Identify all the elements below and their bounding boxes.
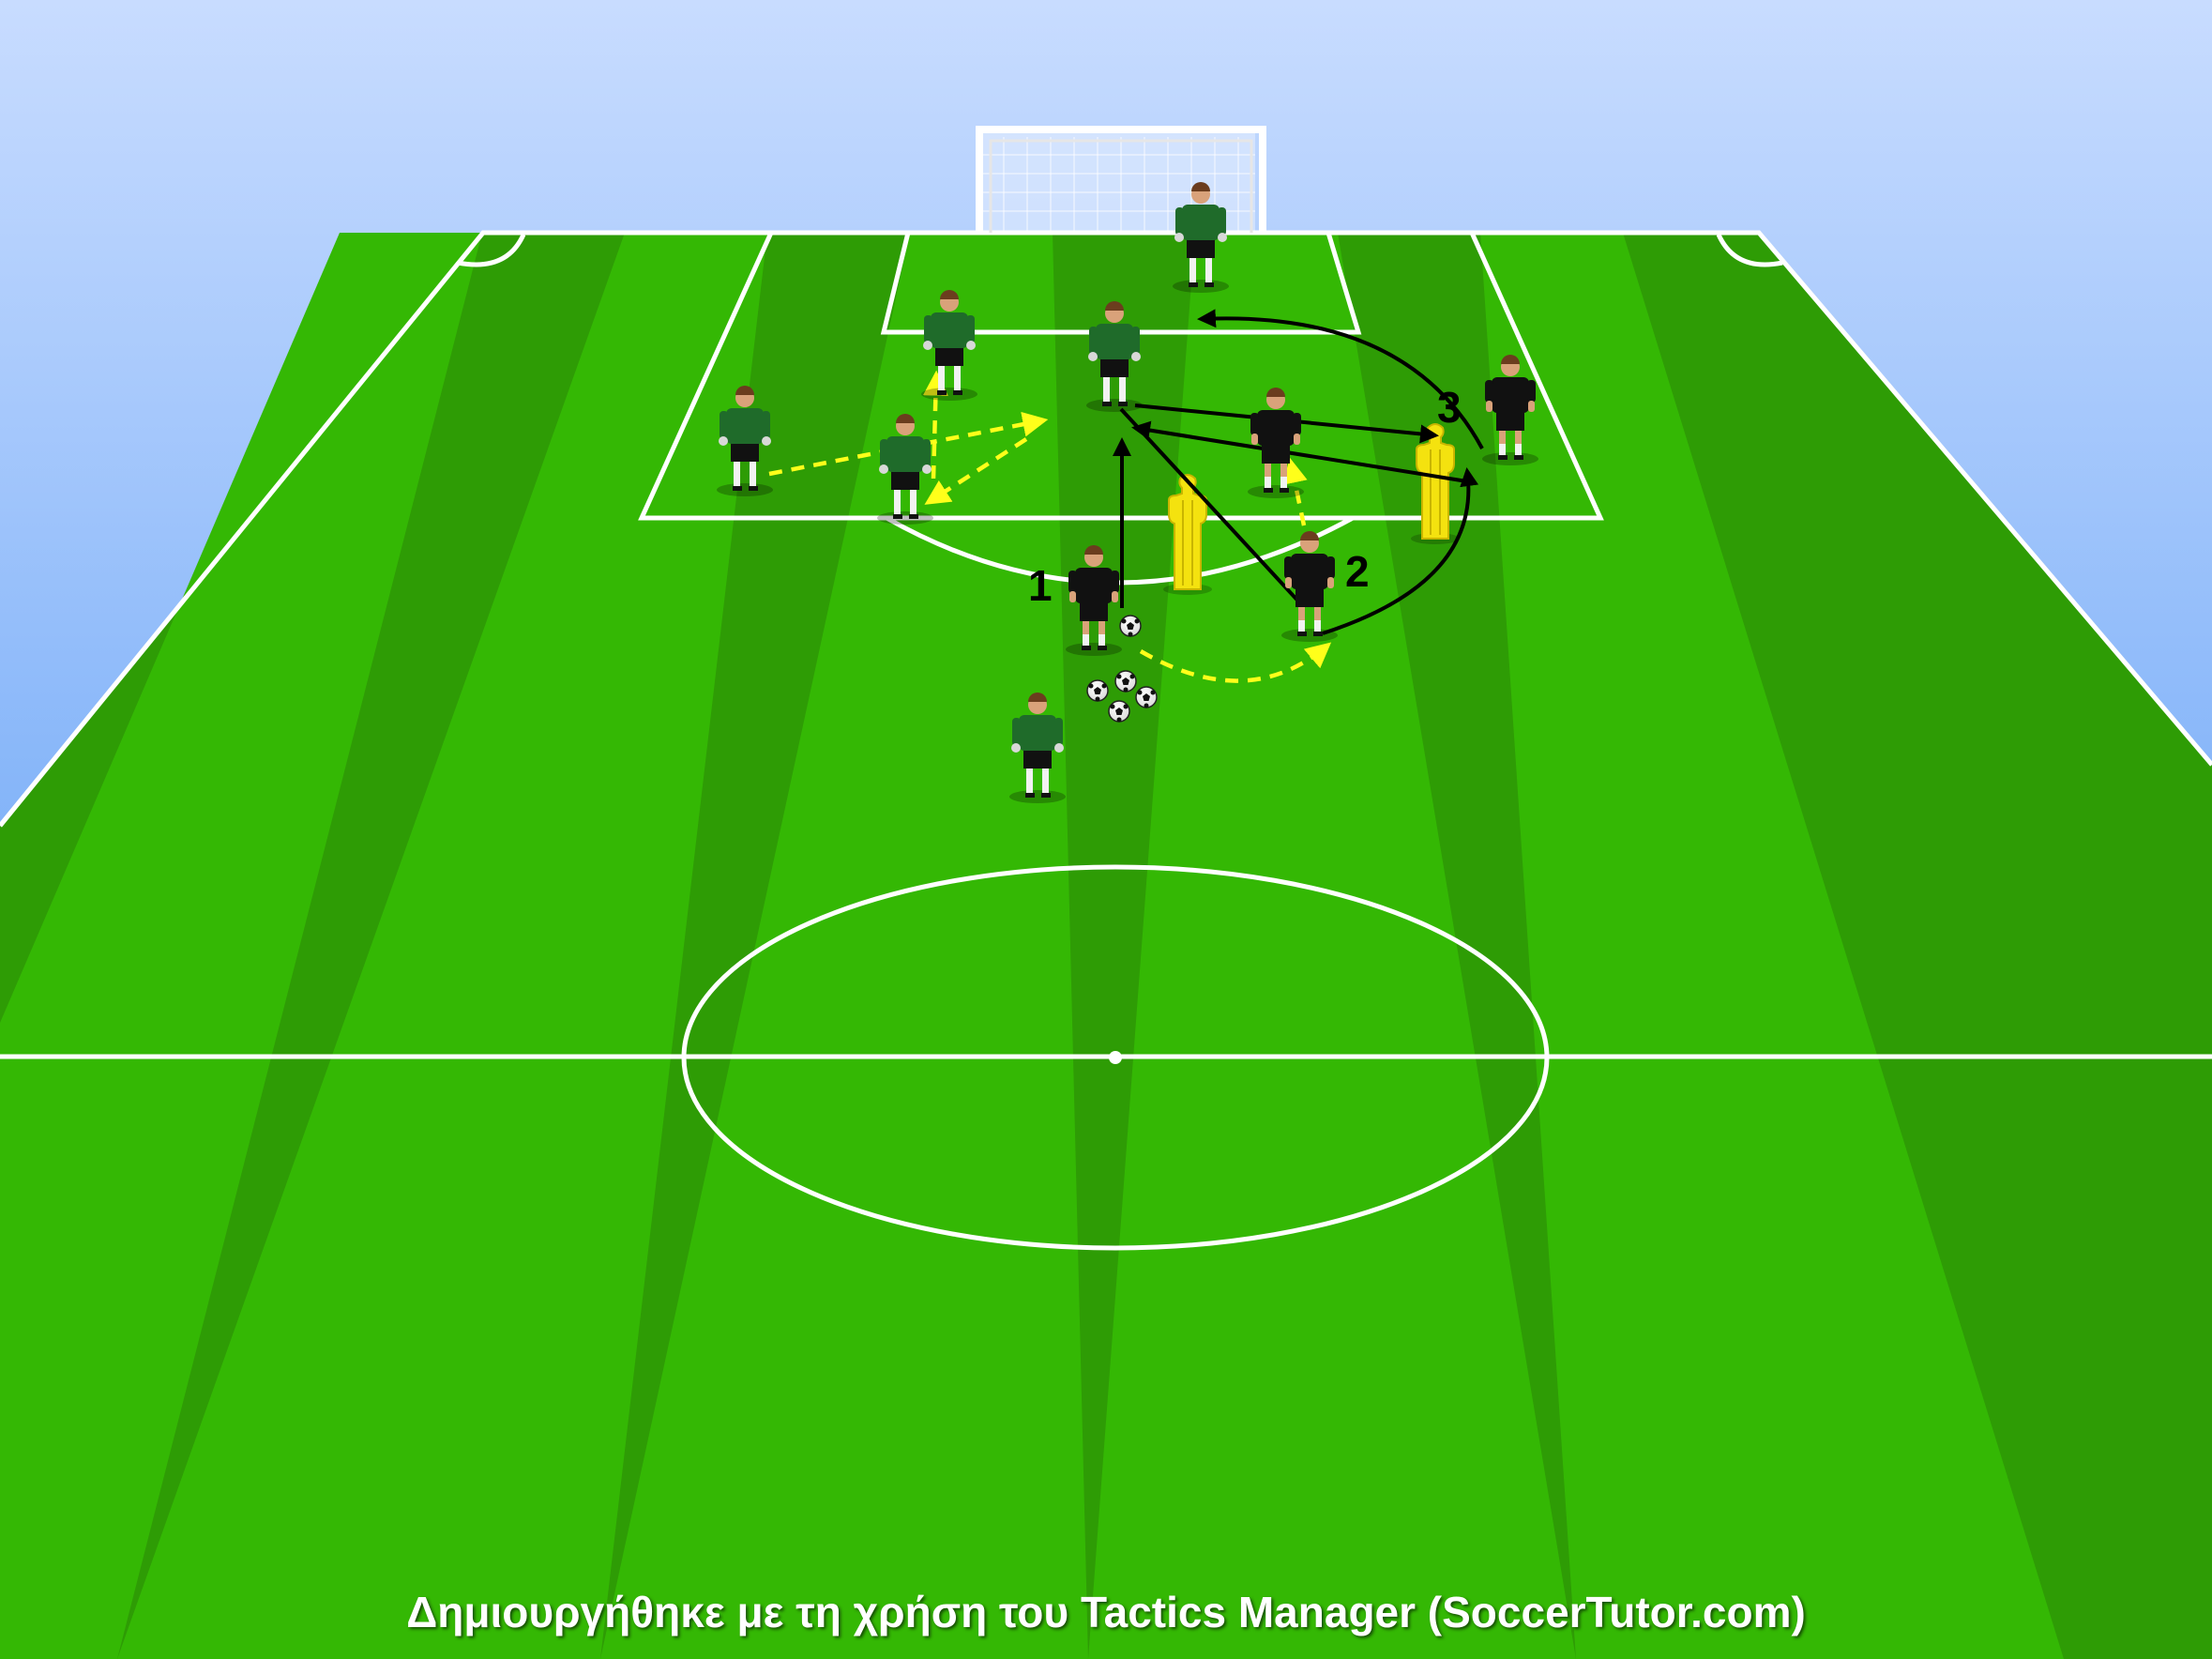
run-arrow xyxy=(1322,467,1479,635)
corner-arc-left xyxy=(457,233,526,267)
run-arrow xyxy=(1131,420,1474,484)
sequence-label-1: 1 xyxy=(1028,561,1053,610)
goal-net-icon xyxy=(976,126,1266,233)
run-arrow xyxy=(1119,407,1304,607)
pass-arrow xyxy=(1139,642,1332,683)
soccer-ball-icon xyxy=(1119,615,1142,638)
corner-arc-right xyxy=(1716,233,1783,267)
centre-circle xyxy=(681,864,1550,1251)
soccer-ball-icon xyxy=(1135,686,1158,709)
pass-arrow xyxy=(924,437,1028,505)
credit-caption: Δημιουργήθηκε με τη χρήση του Tactics Ma… xyxy=(406,1588,1806,1636)
pitch xyxy=(0,233,2212,1659)
soccer-ball-icon xyxy=(1108,700,1130,723)
soccer-ball-icon xyxy=(1114,670,1137,693)
centre-spot xyxy=(1109,1051,1122,1064)
sequence-label-3: 3 xyxy=(1437,383,1462,432)
run-arrows xyxy=(1113,309,1484,635)
sequence-label-2: 2 xyxy=(1345,547,1370,596)
run-arrow xyxy=(1197,309,1484,449)
soccer-ball-icon xyxy=(1086,679,1109,703)
pass-arrow xyxy=(922,370,948,479)
